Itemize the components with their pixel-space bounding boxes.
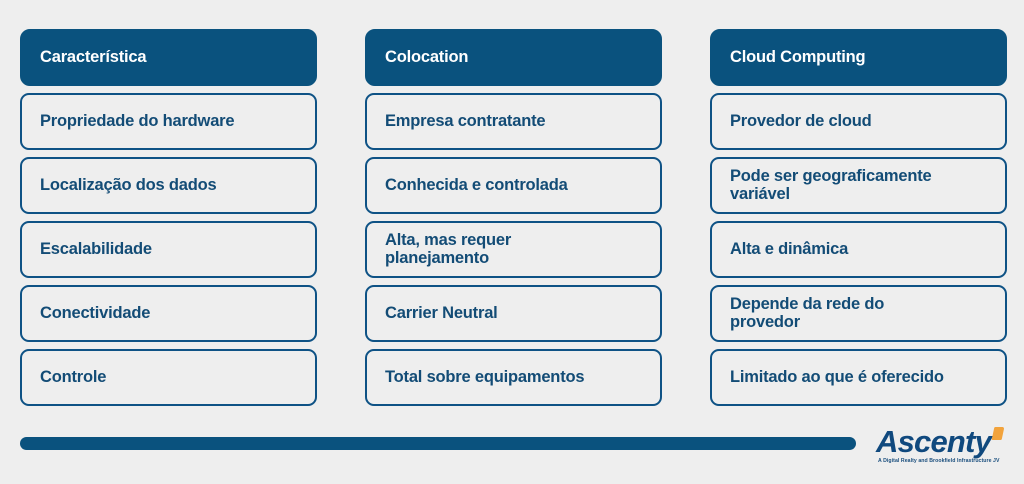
footer-divider-bar — [20, 437, 856, 450]
cell-text: Escalabilidade — [40, 239, 152, 258]
cell-text: Pode ser geograficamente variável — [730, 167, 932, 203]
cell-text: Total sobre equipamentos — [385, 367, 585, 386]
table-cell: Propriedade do hardware — [20, 93, 317, 150]
table-cell: Empresa contratante — [365, 93, 662, 150]
table-cell: Depende da rede do provedor — [710, 285, 1007, 342]
table-cell: Controle — [20, 349, 317, 406]
column-header-colocation: Colocation — [365, 29, 662, 86]
cell-text: Provedor de cloud — [730, 111, 872, 130]
header-label: Característica — [40, 47, 147, 66]
column-header-cloud-computing: Cloud Computing — [710, 29, 1007, 86]
cell-text: Controle — [40, 367, 107, 386]
header-label: Cloud Computing — [730, 47, 866, 66]
cell-text: Depende da rede do provedor — [730, 295, 885, 331]
cell-text: Alta e dinâmica — [730, 239, 849, 258]
ascenty-logo: Ascenty A Digital Realty and Brookfield … — [876, 424, 1008, 470]
cell-text: Propriedade do hardware — [40, 111, 235, 130]
cell-text: Conectividade — [40, 303, 151, 322]
table-cell: Conhecida e controlada — [365, 157, 662, 214]
table-cell: Carrier Neutral — [365, 285, 662, 342]
table-cell: Alta, mas requer planejamento — [365, 221, 662, 278]
comparison-table: Característica Colocation Cloud Computin… — [20, 29, 1007, 406]
table-cell: Total sobre equipamentos — [365, 349, 662, 406]
table-cell: Escalabilidade — [20, 221, 317, 278]
logo-accent-mark-icon — [991, 427, 1005, 440]
column-header-caracteristica: Característica — [20, 29, 317, 86]
cell-text: Carrier Neutral — [385, 303, 498, 322]
cell-text: Limitado ao que é oferecido — [730, 367, 944, 386]
table-cell: Alta e dinâmica — [710, 221, 1007, 278]
table-cell: Conectividade — [20, 285, 317, 342]
logo-tagline: A Digital Realty and Brookfield Infrastr… — [878, 458, 1000, 465]
logo-wordmark: Ascenty — [876, 424, 992, 459]
cell-text: Empresa contratante — [385, 111, 546, 130]
cell-text: Localização dos dados — [40, 175, 217, 194]
table-cell: Localização dos dados — [20, 157, 317, 214]
table-cell: Limitado ao que é oferecido — [710, 349, 1007, 406]
header-label: Colocation — [385, 47, 469, 66]
table-cell: Provedor de cloud — [710, 93, 1007, 150]
cell-text: Conhecida e controlada — [385, 175, 568, 194]
cell-text: Alta, mas requer planejamento — [385, 231, 512, 267]
table-cell: Pode ser geograficamente variável — [710, 157, 1007, 214]
